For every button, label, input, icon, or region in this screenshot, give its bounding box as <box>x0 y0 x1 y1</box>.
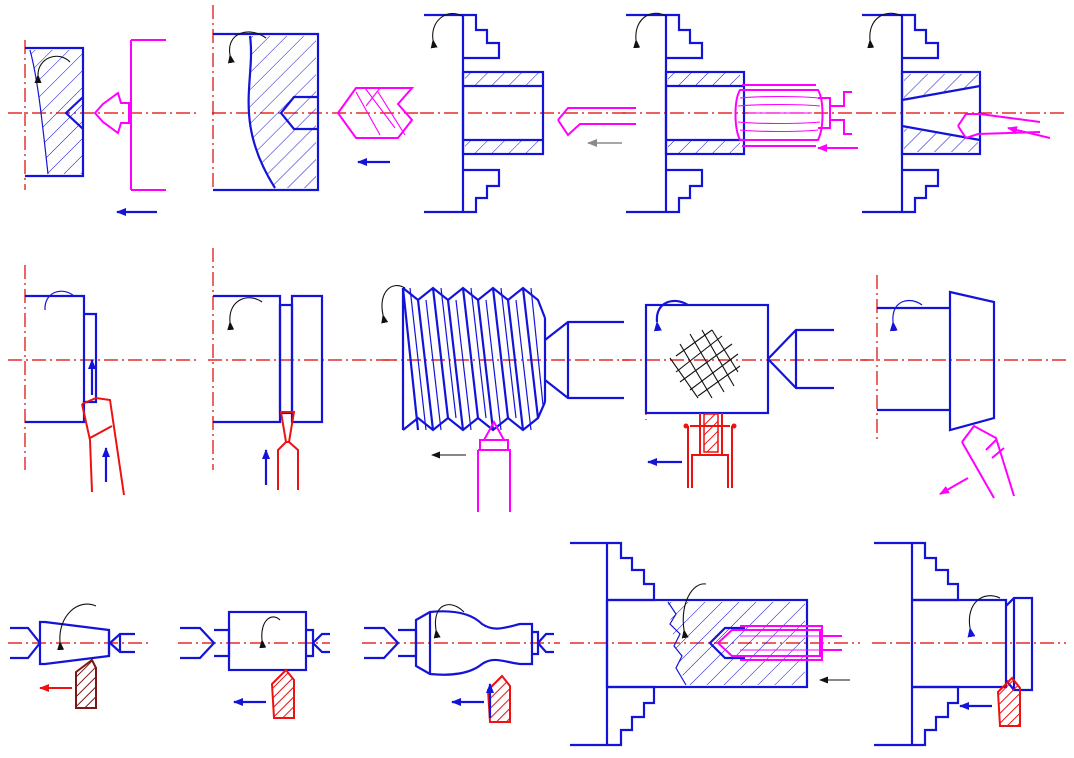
panel-grooving <box>208 248 400 490</box>
panel-profile-turning <box>362 604 560 723</box>
panel-facing <box>8 265 200 496</box>
panel-taper-turning <box>860 275 1066 499</box>
panel-reaming <box>622 12 860 214</box>
panel-boring <box>420 13 636 214</box>
panel-center-drilling <box>8 39 200 216</box>
panel-drilling <box>212 5 420 192</box>
panel-straight-turning <box>178 610 330 719</box>
panel-tapping <box>570 541 860 747</box>
panel-taper-boring <box>858 12 1066 214</box>
panel-thread-cutting <box>381 285 630 512</box>
panel-taper-turning-between-centers <box>8 603 150 709</box>
panel-knurling <box>622 299 868 488</box>
panel-chamfering <box>872 541 1066 747</box>
